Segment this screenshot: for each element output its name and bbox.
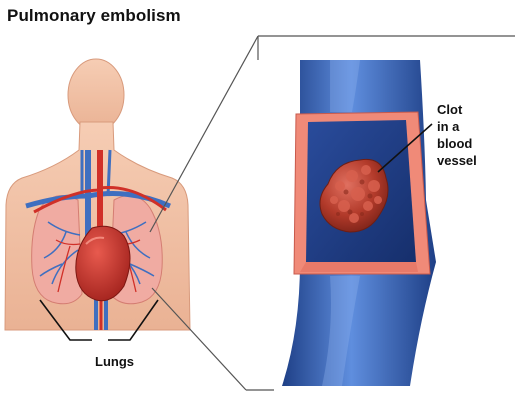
left-lung [32, 196, 82, 304]
clot-label-line-2: in a [437, 118, 509, 135]
clot-label-line-4: vessel [437, 152, 509, 169]
callout-line-top [150, 36, 258, 232]
head [68, 59, 124, 131]
callout-line-bottom [152, 288, 246, 390]
diagram-title: Pulmonary embolism [7, 6, 181, 26]
clot-label-line-1: Clot [437, 101, 509, 118]
callout-frame [258, 36, 515, 60]
clot-label: Clot in a blood vessel [437, 101, 509, 169]
lungs-label: Lungs [95, 354, 134, 369]
clot-label-line-3: blood [437, 135, 509, 152]
